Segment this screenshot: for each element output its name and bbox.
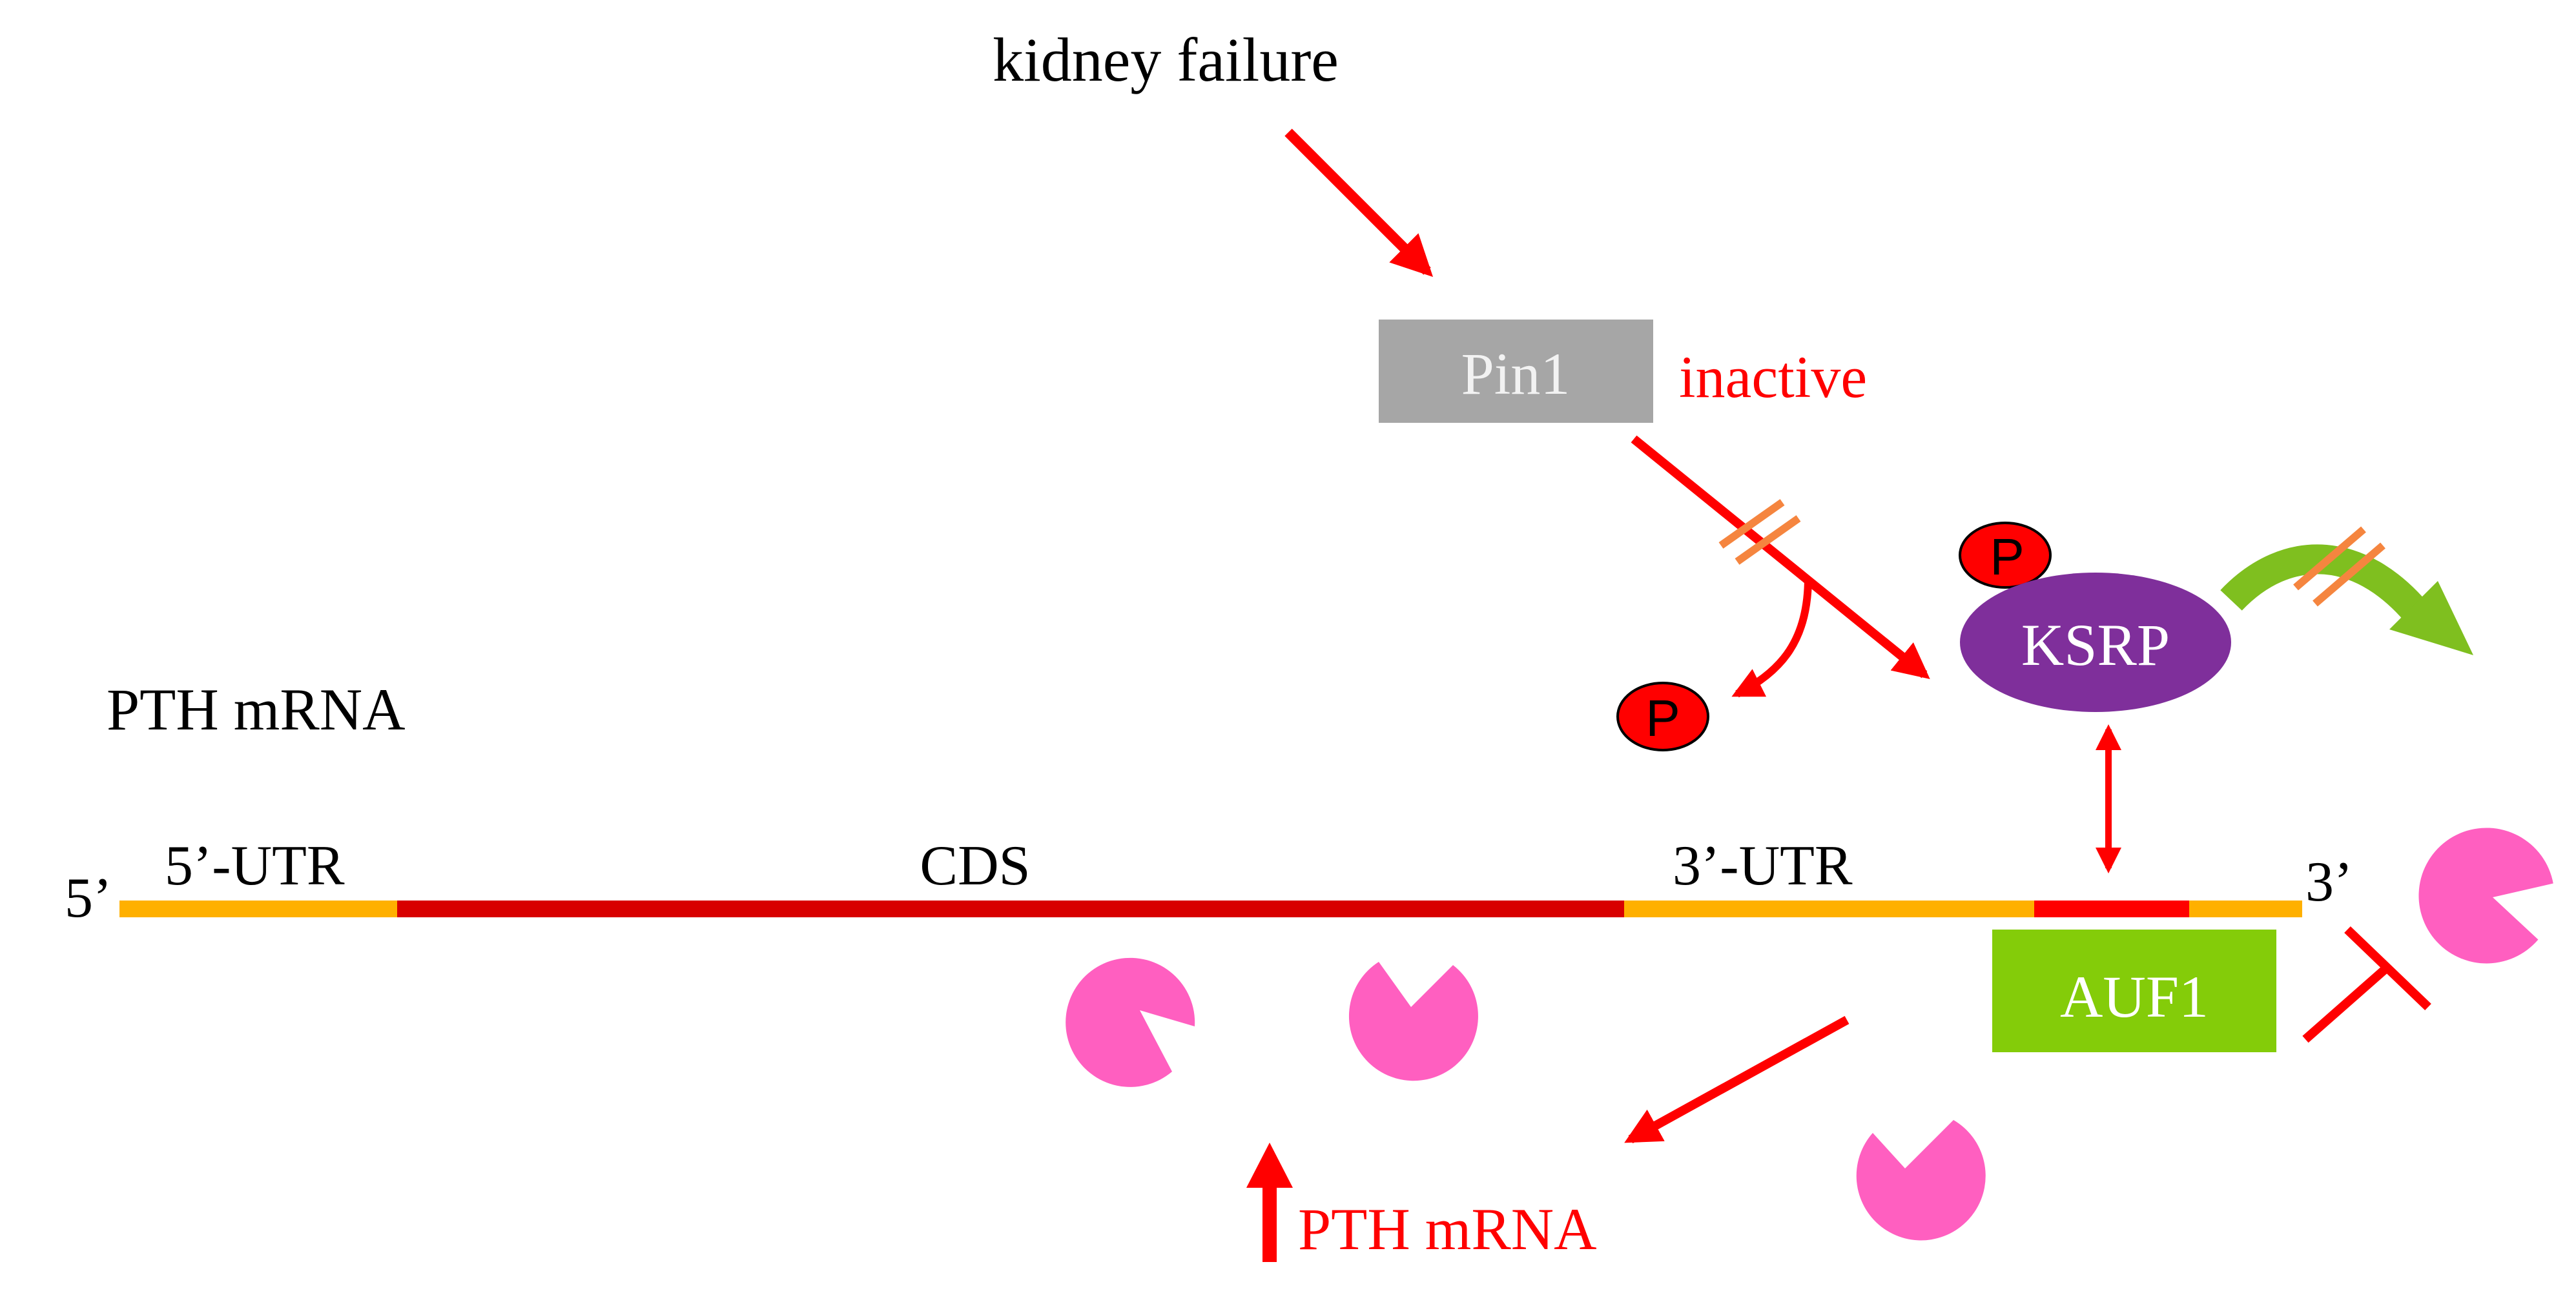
pin1-box: Pin1 xyxy=(1379,320,1653,423)
pacman-icon xyxy=(1856,1120,1986,1241)
phospho-label: P xyxy=(1990,528,2024,585)
ksrp-phosphate: P xyxy=(1959,522,2052,589)
three-prime-label: 3’ xyxy=(2305,851,2353,913)
phospho-label: P xyxy=(1645,689,1680,747)
three-utr-segment xyxy=(1624,901,2302,917)
pth-mrna-title: PTH mRNA xyxy=(107,677,406,742)
five-prime-label: 5’ xyxy=(65,867,112,930)
auf1-box: AUF1 xyxy=(1992,930,2276,1052)
five-utr-label: 5’-UTR xyxy=(165,835,345,897)
released-phosphate: P xyxy=(1616,682,1709,751)
pacman-icon xyxy=(1066,957,1195,1087)
inactive-label: inactive xyxy=(1679,344,1867,410)
arrow-kidney-to-pin1 xyxy=(1284,128,1434,278)
cds-segment xyxy=(397,901,1624,917)
arrow-to-pth-increase xyxy=(1624,1015,1850,1144)
pacman-icon xyxy=(1348,962,1478,1081)
cds-label: CDS xyxy=(920,835,1030,897)
pth-mrna-result-label: PTH mRNA xyxy=(1298,1196,1597,1262)
pin1-label: Pin1 xyxy=(1461,341,1571,407)
inhibition-t-bar xyxy=(2302,926,2431,1043)
inhibition-slash-green xyxy=(2293,526,2385,607)
mrna-strand xyxy=(119,901,2302,917)
three-utr-label: 3’-UTR xyxy=(1673,835,1853,897)
are-element-segment xyxy=(2034,901,2189,917)
arrow-pin1-to-ksrp xyxy=(1631,435,1930,680)
ksrp-label: KSRP xyxy=(2021,612,2170,678)
ksrp-node: KSRP xyxy=(1960,573,2231,712)
dephosphorylation-arrow xyxy=(1731,577,1812,698)
five-utr-segment xyxy=(119,901,397,917)
auf1-label: AUF1 xyxy=(2060,964,2209,1030)
kidney-failure-label: kidney failure xyxy=(993,25,1339,94)
increase-arrow-icon xyxy=(1246,1143,1293,1262)
inhibition-slash-pin1 xyxy=(1718,499,1801,565)
pacman-icon xyxy=(2418,828,2553,964)
